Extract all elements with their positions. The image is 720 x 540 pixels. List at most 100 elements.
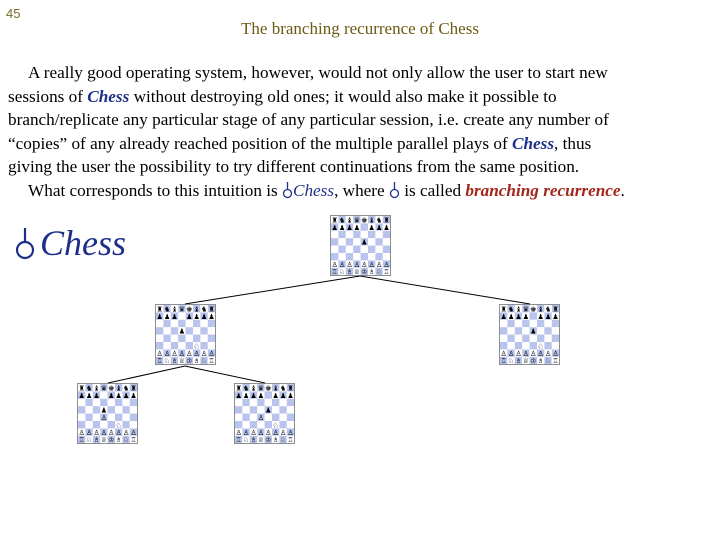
chess-piece: ♝ bbox=[250, 384, 256, 392]
chess-piece: ♝ bbox=[93, 384, 99, 392]
chess-piece: ♝ bbox=[515, 305, 521, 313]
board-square bbox=[368, 216, 376, 224]
board-square bbox=[92, 435, 101, 444]
chess-piece: ♟ bbox=[108, 392, 114, 400]
board-square bbox=[375, 238, 383, 246]
chess-piece: ♟ bbox=[339, 224, 345, 232]
chess-piece: ♜ bbox=[130, 384, 136, 392]
chess-piece: ♗ bbox=[538, 357, 544, 365]
board-square bbox=[353, 267, 361, 276]
board-square bbox=[85, 398, 93, 407]
board-square bbox=[207, 305, 216, 313]
body-line-3: branch/replicate any particular stage of… bbox=[8, 110, 609, 129]
board-square bbox=[382, 245, 391, 253]
board-square bbox=[200, 319, 208, 328]
chess-board-leaf-right: ♜♖♞♘♝♗♛♕♚♔♝♗♞♘♜♖♟♙♟♙♟♙♟♙♙♟♙♟♙♟♙♟♘♙ bbox=[234, 383, 295, 445]
board-square bbox=[185, 305, 193, 313]
board-square bbox=[170, 349, 179, 357]
board-square bbox=[500, 305, 508, 313]
board-square bbox=[537, 319, 545, 328]
board-square bbox=[353, 245, 361, 253]
board-square bbox=[345, 267, 354, 276]
board-square bbox=[264, 413, 272, 421]
board-square bbox=[156, 305, 164, 313]
chess-piece: ♖ bbox=[157, 357, 163, 365]
board-square bbox=[107, 384, 115, 392]
board-square bbox=[368, 245, 376, 253]
board-square bbox=[193, 305, 201, 313]
branching-recurrence-symbol-icon bbox=[282, 181, 293, 198]
chess-piece: ♙ bbox=[369, 261, 375, 269]
chess-piece: ♗ bbox=[273, 436, 279, 444]
board-square bbox=[537, 305, 545, 313]
chess-piece: ♞ bbox=[164, 305, 170, 313]
board-square bbox=[279, 421, 287, 429]
board-square bbox=[207, 356, 216, 365]
chess-piece: ♟ bbox=[515, 313, 521, 321]
chess-piece: ♟ bbox=[116, 392, 122, 400]
chess-piece: ♘ bbox=[201, 357, 207, 365]
board-square bbox=[382, 260, 391, 268]
board-square bbox=[360, 230, 368, 239]
board-square bbox=[156, 334, 164, 342]
board-square bbox=[122, 428, 130, 436]
board-square bbox=[178, 319, 186, 328]
chess-piece: ♘ bbox=[538, 342, 544, 350]
board-square bbox=[100, 413, 108, 421]
board-square bbox=[507, 305, 515, 313]
board-square bbox=[331, 216, 339, 224]
board-square bbox=[360, 223, 368, 231]
chess-piece: ♔ bbox=[530, 357, 536, 365]
board-square bbox=[514, 312, 523, 320]
board-square bbox=[170, 305, 179, 313]
board-square bbox=[257, 398, 265, 407]
board-square bbox=[514, 334, 523, 342]
board-square bbox=[522, 349, 530, 357]
board-square bbox=[242, 391, 250, 399]
board-square bbox=[551, 312, 560, 320]
chess-piece: ♙ bbox=[383, 261, 389, 269]
board-square bbox=[163, 349, 171, 357]
board-square bbox=[242, 421, 250, 429]
chess-piece: ♙ bbox=[530, 350, 536, 358]
chess-piece: ♝ bbox=[346, 216, 352, 224]
chess-piece: ♟ bbox=[243, 392, 249, 400]
chess-piece: ♙ bbox=[236, 429, 242, 437]
board-square bbox=[178, 356, 186, 365]
board-square bbox=[353, 253, 361, 261]
board-square bbox=[129, 428, 138, 436]
chess-piece: ♞ bbox=[123, 384, 129, 392]
board-square bbox=[264, 398, 272, 407]
board-square bbox=[375, 267, 383, 276]
chess-piece: ♘ bbox=[545, 357, 551, 365]
board-square bbox=[353, 238, 361, 246]
board-square bbox=[272, 435, 280, 444]
chess-piece: ♟ bbox=[236, 392, 242, 400]
chess-piece: ♕ bbox=[101, 436, 107, 444]
chess-piece: ♝ bbox=[369, 216, 375, 224]
board-square bbox=[507, 334, 515, 342]
board-square bbox=[200, 349, 208, 357]
board-square bbox=[544, 327, 552, 335]
chess-piece: ♙ bbox=[508, 350, 514, 358]
board-square bbox=[537, 312, 545, 320]
chess-piece: ♗ bbox=[515, 357, 521, 365]
chess-piece: ♞ bbox=[201, 305, 207, 313]
board-square bbox=[92, 428, 101, 436]
board-square bbox=[115, 384, 123, 392]
chess-piece: ♜ bbox=[501, 305, 507, 313]
chess-piece: ♖ bbox=[287, 436, 293, 444]
board-square bbox=[178, 342, 186, 350]
board-square bbox=[257, 406, 265, 414]
board-square bbox=[500, 312, 508, 320]
chess-piece: ♜ bbox=[383, 216, 389, 224]
chess-piece: ♛ bbox=[523, 305, 529, 313]
board-square bbox=[522, 342, 530, 350]
board-square bbox=[264, 428, 272, 436]
board-square bbox=[279, 413, 287, 421]
board-square bbox=[551, 319, 560, 328]
chess-piece: ♙ bbox=[79, 429, 85, 437]
chess-piece: ♙ bbox=[93, 429, 99, 437]
board-square bbox=[92, 413, 101, 421]
chess-piece: ♟ bbox=[545, 313, 551, 321]
